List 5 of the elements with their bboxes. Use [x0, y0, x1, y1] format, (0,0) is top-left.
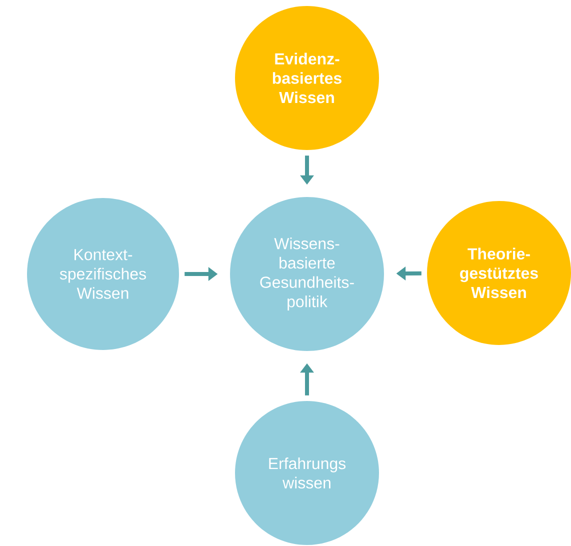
circle-node: Erfahrungs wissen	[235, 401, 379, 545]
circle-node: Theorie- gestütztes Wissen	[427, 201, 571, 345]
circle-node: Evidenz- basiertes Wissen	[235, 6, 379, 150]
circle-node: Wissens- basierte Gesundheits- politik	[230, 197, 384, 351]
circle-node: Kontext- spezifisches Wissen	[27, 198, 179, 350]
